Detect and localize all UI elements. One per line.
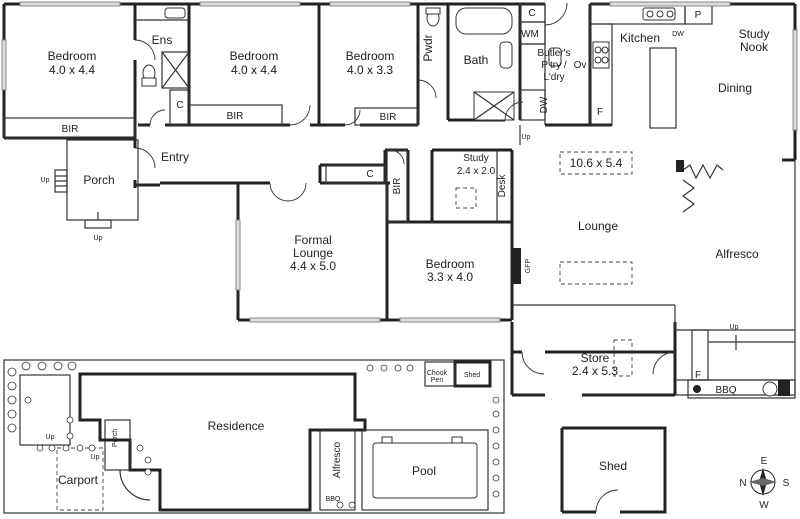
butlers-line-1: Butler's	[537, 48, 570, 59]
bedroom-1-size: 4.0 x 4.4	[49, 63, 95, 77]
alfresco-label: Alfresco	[715, 247, 759, 261]
compass-w: W	[759, 500, 769, 511]
oven-label: Ov	[574, 60, 587, 71]
bedroom-3-size: 4.0 x 3.3	[347, 63, 393, 77]
site-carport-label: Carport	[58, 473, 99, 487]
butlers-line-3: L'dry	[543, 72, 564, 83]
study-nook-line-1: Study	[739, 27, 770, 41]
entry-label: Entry	[161, 150, 189, 164]
shed-block: Shed	[560, 426, 667, 514]
fridge-label: F	[597, 107, 603, 118]
site-shed-label: Shed	[464, 372, 480, 379]
c-label: C	[528, 8, 535, 19]
lounge-label: Lounge	[578, 219, 618, 233]
kitchen-dw-label: DW	[672, 31, 684, 38]
shed-label: Shed	[599, 459, 627, 473]
pantry-label: P	[695, 10, 702, 21]
doors	[134, 2, 676, 375]
study-size: 2.4 x 2.0	[457, 166, 496, 177]
desk-label: Desk	[497, 174, 508, 198]
formal-lounge-line-2: Lounge	[293, 246, 333, 260]
alfresco-up-label: Up	[730, 324, 739, 331]
study-name: Study	[463, 153, 489, 164]
wm-label: WM	[521, 29, 539, 40]
site-porch-label: Porch	[112, 429, 119, 447]
kitchen-label: Kitchen	[620, 31, 660, 45]
formal-lounge-size: 4.4 x 5.0	[290, 259, 336, 273]
formal-lounge-line-1: Formal	[294, 233, 331, 247]
bedroom-3-name: Bedroom	[346, 49, 395, 63]
bir-label-2: BIR	[227, 111, 244, 122]
site-residence-label: Residence	[208, 419, 265, 433]
windows	[1, 1, 798, 323]
porch-up-bottom: Up	[94, 235, 103, 242]
interior-lines	[3, 3, 796, 399]
bir-label-4: BIR	[392, 178, 403, 195]
site-plan: Residence Carport Porch Up Up Alfresco P…	[3, 359, 505, 514]
compass-n: N	[739, 478, 746, 489]
bedroom-4-name: Bedroom	[426, 257, 475, 271]
butlers-line-2: P'try /	[541, 60, 566, 71]
store-name: Store	[581, 351, 610, 365]
dining-label: Dining	[718, 81, 752, 95]
alfresco-fridge-label: F	[695, 370, 701, 381]
dw-label: DW	[539, 96, 550, 113]
site-up-label-1: Up	[46, 434, 55, 441]
site-bbq-label: BBQ	[326, 496, 341, 503]
site-pool-label: Pool	[412, 464, 436, 478]
site-up-label-2: Up	[91, 454, 100, 461]
ensuite-label: Ens	[152, 33, 173, 47]
bedroom-4-size: 3.3 x 4.0	[427, 270, 473, 284]
site-plants	[7, 361, 500, 509]
zone-size-label: 10.6 x 5.4	[570, 156, 623, 170]
site-chook-line-2: Pen	[431, 377, 444, 384]
store-size: 2.4 x 5.3	[572, 364, 618, 378]
site-chook-line-1: Chook	[427, 370, 448, 377]
study-nook-line-2: Nook	[740, 40, 769, 54]
compass-s: S	[783, 478, 790, 489]
powder-label: Pwdr	[421, 34, 435, 61]
site-alfresco-label: Alfresco	[332, 442, 343, 479]
porch-up-left: Up	[41, 177, 50, 184]
compass: E W N S	[739, 456, 789, 511]
gfp-label: GFP	[525, 258, 532, 273]
bedroom-2-name: Bedroom	[230, 49, 279, 63]
bbq-label: BBQ	[715, 385, 736, 396]
porch-label: Porch	[83, 173, 114, 187]
compass-e: E	[761, 456, 768, 467]
hall-up-label: Up	[522, 134, 531, 141]
c-label-bed: C	[176, 100, 183, 111]
bedroom-1-name: Bedroom	[48, 49, 97, 63]
bath-label: Bath	[464, 53, 489, 67]
bir-label-1: BIR	[62, 124, 79, 135]
bedroom-2-size: 4.0 x 4.4	[231, 63, 277, 77]
bir-label-3: BIR	[380, 112, 397, 123]
c-label-hall: C	[366, 169, 373, 180]
